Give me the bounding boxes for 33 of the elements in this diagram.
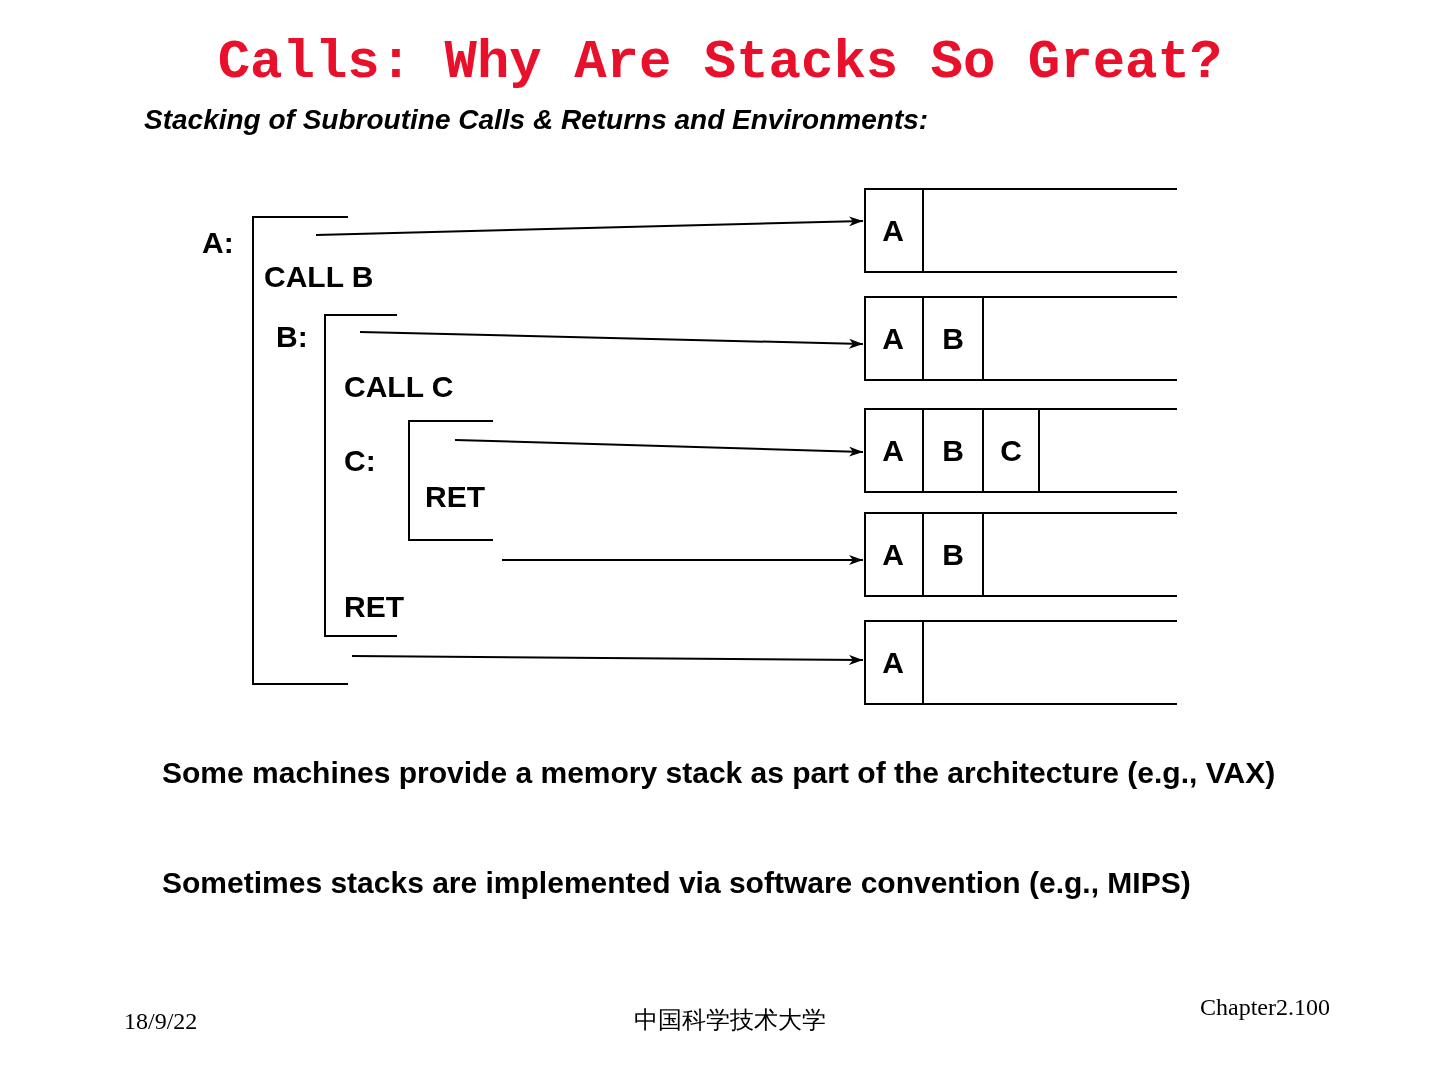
instruction-text: CALL B: [264, 260, 374, 294]
instruction-text: RET: [344, 590, 404, 624]
procedure-label: C:: [344, 444, 376, 478]
stack-frame-row: [864, 296, 1177, 381]
stack-cell: A: [864, 190, 924, 271]
slide-number: Chapter2.100: [1200, 994, 1330, 1021]
instruction-text: CALL C: [344, 370, 454, 404]
arrow: [315, 216, 864, 236]
body-paragraph: Sometimes stacks are implemented via software convention (e.g., MIPS): [162, 866, 1192, 900]
stack-cell: A: [864, 298, 924, 379]
stack-frame-row: [864, 512, 1177, 597]
stack-frame-row: [864, 408, 1177, 493]
arrow: [454, 439, 864, 457]
arrow: [501, 555, 864, 565]
stack-frame-row: [864, 620, 1177, 705]
procedure-label: B:: [276, 320, 308, 354]
stack-cell: B: [924, 410, 984, 491]
slide-title: Calls: Why Are Stacks So Great?: [216, 32, 1224, 93]
stack-cell: B: [924, 514, 984, 595]
stack-cell: A: [864, 410, 924, 491]
body-paragraph: Some machines provide a memory stack as part of the architecture (e.g., VAX): [162, 756, 1277, 790]
stack-cell: B: [924, 298, 984, 379]
stack-frame-row: [864, 188, 1177, 273]
stack-cell: C: [984, 410, 1040, 491]
arrow: [351, 654, 864, 665]
subtitle: Stacking of Subroutine Calls & Returns and Environments:: [144, 104, 929, 136]
stack-cell: A: [864, 622, 924, 703]
footer-date: 18/9/22: [124, 1008, 198, 1035]
stack-cell: A: [864, 514, 924, 595]
instruction-text: RET: [425, 480, 485, 514]
arrow: [359, 331, 864, 349]
procedure-label: A:: [202, 226, 234, 260]
footer-institution: 中国科学技术大学: [634, 1005, 826, 1036]
